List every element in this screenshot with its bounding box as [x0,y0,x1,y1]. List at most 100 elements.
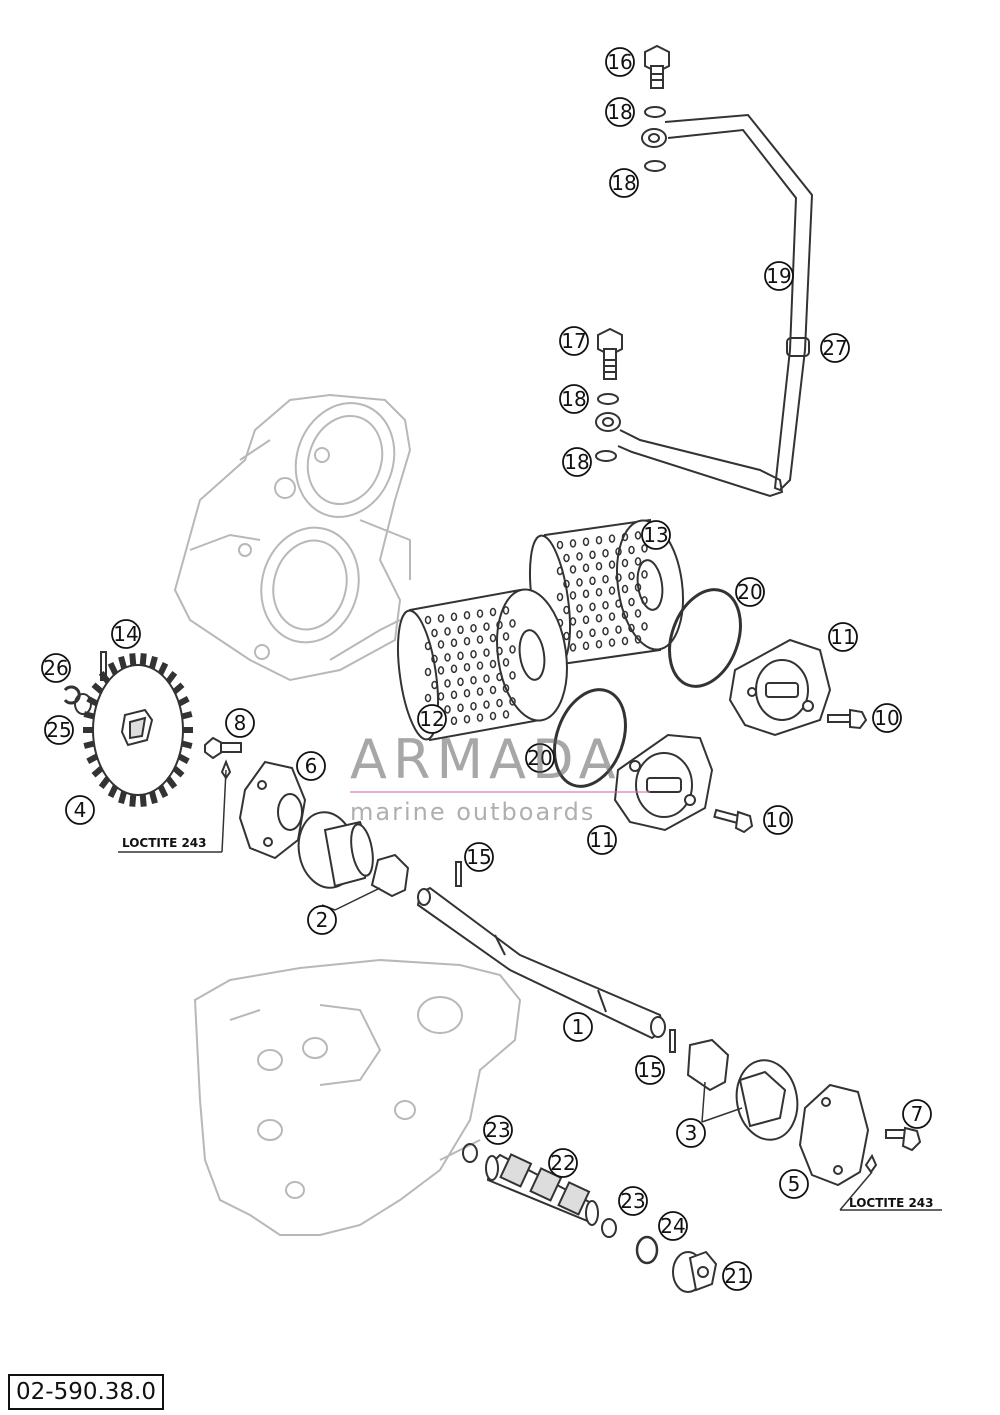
callout-number: 24 [660,1214,685,1238]
oil-strainer-22 [485,1153,599,1226]
perforation-hole [502,606,510,615]
perforation-hole [470,649,477,659]
callout-number: 19 [766,264,791,288]
callout-number: 13 [643,523,668,547]
perforation-hole [634,635,642,644]
perforation-hole [509,671,516,680]
gear-tooth [86,696,99,707]
perforation-hole [509,645,516,654]
perforation-hole [608,586,616,595]
perforation-hole [450,664,458,674]
callout-number: 8 [234,711,247,735]
perforation-hole [576,604,583,613]
callout-circle [562,447,592,477]
perforation-hole [496,620,503,630]
watermark-brand: ARMADA [350,728,622,791]
perforation-hole [437,666,445,675]
perforation-hole [502,684,510,693]
perforation-hole [476,687,484,696]
perforation-hole [569,565,577,574]
washer-25 [74,693,92,715]
gear-tooth [86,753,99,764]
gear-tooth [91,765,104,778]
o-ring-20-lower [553,688,627,788]
perforation-hole [608,638,616,647]
oil-filter-12 [397,588,568,742]
pin-15-lower [669,1029,676,1053]
perforation-hole [437,614,445,623]
callout-number: 15 [466,845,491,869]
perforation-hole [641,622,648,631]
callout-number: 15 [637,1058,662,1082]
perforation-hole [502,632,510,641]
gasket-6 [238,760,307,860]
gear-tooth [139,653,147,666]
watermark-tagline: marine outboards [350,798,596,826]
callout-circle [605,47,635,77]
pump-cover-5 [798,1083,870,1187]
pin-15-upper [455,861,462,887]
perforation-hole [457,703,464,713]
perforation-hole [483,700,490,709]
washer-18b [644,160,666,172]
perforation-hole [483,648,490,657]
perforation-hole [569,643,577,652]
diagram-reference-code: 02-590.38.0 [8,1374,164,1410]
gear-tooth [177,696,190,707]
perforation-hole [502,658,510,667]
perforation-hole [576,578,583,587]
callout-number: 20 [527,746,552,770]
oil-pump-gear-4 [83,653,193,807]
perforation-hole [615,625,622,634]
perforation-hole [437,640,445,649]
perforation-hole [595,587,603,597]
gear-tooth [172,682,185,695]
perforation-hole [641,544,648,553]
filter-cover-11-lower [613,733,714,832]
gear-tooth [139,794,147,807]
callout-circle [559,326,589,356]
callout-number: 23 [485,1118,510,1142]
perforation-hole [457,625,464,635]
callout-number: 7 [911,1102,924,1126]
perforation-hole [634,583,642,592]
screw-10-upper [827,708,868,730]
gear-tooth [181,711,193,720]
screw-10-lower [713,808,754,834]
callout-number: 3 [685,1121,698,1145]
perforation-hole [424,667,432,677]
callout-circle [609,168,639,198]
callout-circle [525,743,555,773]
callout-circle [464,842,494,872]
o-ring-23-right [601,1218,617,1238]
gear-tooth [149,791,158,805]
callout-number: 23 [620,1189,645,1213]
perforation-hole [556,540,564,550]
perforation-hole [489,607,497,617]
callout-circle [41,653,71,683]
gear-tooth [83,740,95,749]
gear-tooth [118,791,127,805]
perforation-hole [569,591,577,600]
banjo-fitting-lower [595,412,621,432]
perforation-hole [621,558,629,568]
callout-circle [296,751,326,781]
washer-18d [595,450,617,462]
gear-tooth [129,653,137,666]
oil-pipe-19 [617,113,814,498]
perforation-hole [489,633,497,643]
perforation-hole [437,692,445,701]
callout-circle [658,1211,688,1241]
callout-number: 4 [74,798,87,822]
callout-circle [111,619,141,649]
callout-circle [763,805,793,835]
gear-tooth [165,776,178,790]
perforation-hole [470,623,477,633]
perforation-hole [608,534,616,543]
perforation-hole [444,679,451,688]
perforation-hole [576,552,583,561]
callout-number: 18 [607,100,632,124]
perforation-hole [634,531,642,540]
gear-tooth [149,655,158,669]
